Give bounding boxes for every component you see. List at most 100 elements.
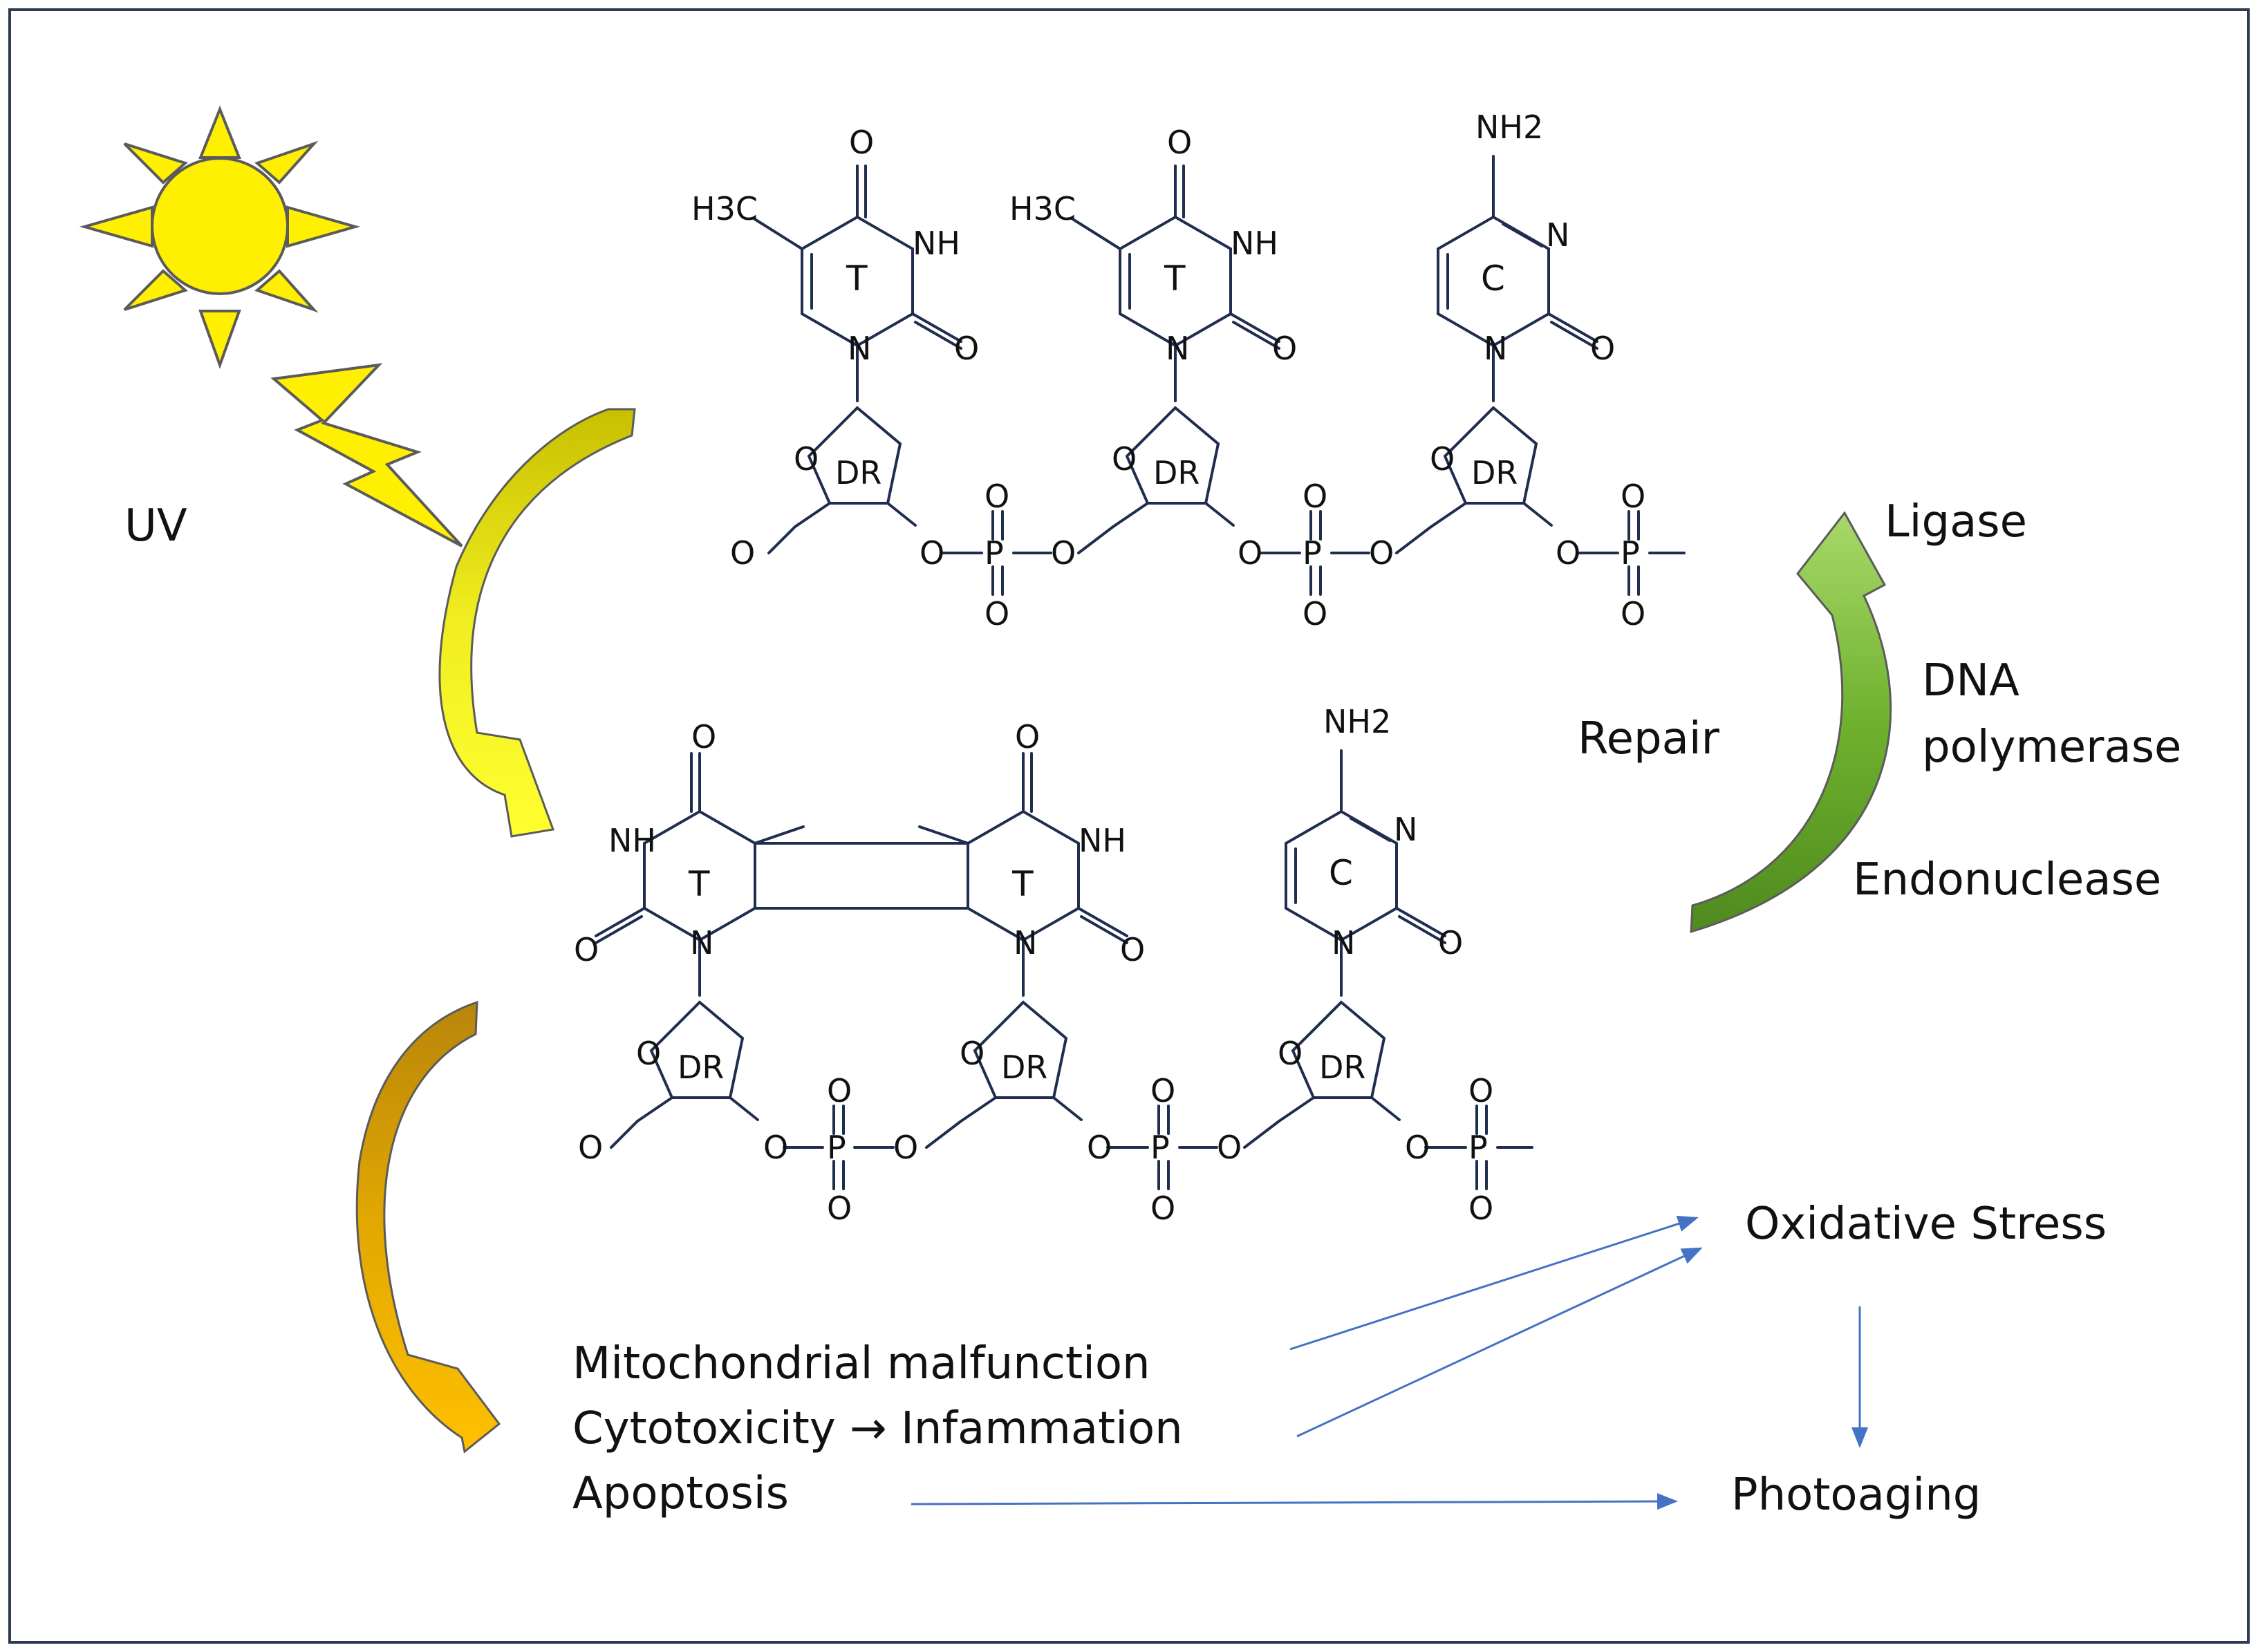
base-label-t1: T	[846, 259, 868, 299]
atom-o: O	[827, 1190, 852, 1227]
uv-damage-arrow	[438, 408, 636, 838]
atom-n: N	[1546, 216, 1569, 254]
atom-n: N	[1014, 924, 1037, 961]
atom-o: O	[1590, 330, 1615, 367]
atom-o: O	[827, 1072, 852, 1109]
atom-n: N	[690, 924, 713, 961]
atom-o: O	[1112, 440, 1137, 478]
atom-o: O	[1621, 478, 1645, 515]
atom-o: O	[636, 1035, 661, 1072]
atom-o: O	[1167, 124, 1192, 161]
atom-o: O	[1120, 931, 1145, 968]
atom-o: O	[1621, 595, 1645, 632]
dna-strand-dimer: O NH O N T O NH O N T NH2 N O N C O DR O…	[574, 703, 1533, 1227]
oxidative-stress-label: Oxidative Stress	[1745, 1199, 2107, 1250]
atom-nh: NH	[1079, 822, 1126, 859]
atom-o: O	[849, 124, 874, 161]
atom-o: O	[893, 1129, 918, 1166]
dna-polymerase-label-line1: DNA	[1922, 655, 2019, 706]
atom-o: O	[960, 1035, 985, 1072]
atom-o: O	[1468, 1190, 1493, 1227]
atom-o: O	[1272, 330, 1297, 367]
atom-o: O	[1015, 718, 1040, 755]
sun-icon	[79, 105, 361, 369]
sugar-label: DR	[1001, 1049, 1047, 1086]
atom-n: N	[1484, 330, 1507, 367]
dimer-cytosine	[1285, 749, 1446, 997]
methyl-group: H3C	[1009, 190, 1076, 227]
dimer-thymine-2	[918, 752, 1128, 997]
atom-o: O	[1556, 534, 1580, 572]
dimer-base-label-t2: T	[1011, 864, 1034, 904]
atom-o: O	[985, 595, 1009, 632]
atom-o: O	[1468, 1072, 1493, 1109]
effect-apoptosis: Apoptosis	[572, 1468, 789, 1519]
atom-o: O	[1150, 1072, 1175, 1109]
atom-n: N	[1332, 924, 1355, 961]
atom-o: O	[985, 478, 1009, 515]
atom-o: O	[1087, 1129, 1112, 1166]
atom-o: O	[920, 534, 944, 572]
effect-mitochondrial: Mitochondrial malfunction	[572, 1338, 1150, 1389]
ligase-label: Ligase	[1885, 496, 2027, 547]
atom-nh: NH	[608, 822, 656, 859]
atom-n: N	[1166, 330, 1189, 367]
atom-o: O	[954, 330, 979, 367]
cellular-effect-arrow	[355, 1000, 501, 1454]
lightning-bolt-icon	[270, 363, 463, 547]
atom-p: P	[1621, 534, 1640, 572]
effect-cytotoxicity: Cytotoxicity → Infammation	[572, 1403, 1183, 1454]
amine-group: NH2	[1323, 703, 1391, 740]
dna-strand-intact: O NH O N H3C T O NH O N H3C T NH2 N O N …	[691, 109, 1686, 632]
atom-o: O	[1051, 534, 1076, 572]
repair-arrow	[1690, 511, 1892, 934]
atom-o: O	[1217, 1129, 1242, 1166]
atom-o: O	[1438, 924, 1463, 961]
sugar-label: DR	[1471, 454, 1518, 491]
atom-p: P	[827, 1129, 846, 1166]
atom-n: N	[1394, 811, 1417, 848]
photoaging-label: Photoaging	[1731, 1470, 1981, 1521]
uv-label: UV	[124, 500, 187, 552]
flow-arrow-mito-to-stress	[1289, 1215, 1699, 1351]
sugar-label: DR	[835, 454, 881, 491]
atom-o: O	[1278, 1035, 1303, 1072]
nucleotide-cytosine	[1437, 155, 1598, 402]
atom-nh: NH	[913, 225, 960, 262]
atom-p: P	[985, 534, 1004, 572]
atom-p: P	[1150, 1129, 1170, 1166]
methyl-group: H3C	[691, 190, 758, 227]
atom-o: O	[1150, 1190, 1175, 1227]
atom-n: N	[848, 330, 871, 367]
atom-o: O	[730, 534, 755, 572]
flow-arrow-apoptosis-to-photoaging	[911, 1493, 1678, 1510]
atom-o: O	[578, 1129, 603, 1166]
base-label-c: C	[1481, 259, 1505, 299]
atom-o: O	[794, 440, 819, 478]
sugar-label: DR	[678, 1049, 724, 1086]
atom-p: P	[1468, 1129, 1488, 1166]
atom-o: O	[1238, 534, 1262, 572]
atom-p: P	[1303, 534, 1322, 572]
endonuclease-label: Endonuclease	[1853, 854, 2161, 905]
base-label-t2: T	[1164, 259, 1186, 299]
diagram-frame	[8, 8, 2250, 1644]
nucleotide-thymine-1	[752, 165, 962, 402]
repair-label: Repair	[1578, 713, 1720, 764]
atom-nh: NH	[1231, 225, 1278, 262]
atom-o: O	[574, 931, 599, 968]
atom-o: O	[1430, 440, 1455, 478]
atom-o: O	[1303, 595, 1327, 632]
atom-o: O	[1303, 478, 1327, 515]
flow-arrow-cyto-to-stress	[1296, 1247, 1703, 1438]
dimer-base-label-t1: T	[688, 864, 710, 904]
atom-o: O	[1369, 534, 1394, 572]
amine-group: NH2	[1475, 109, 1543, 146]
nucleotide-thymine-2	[1070, 165, 1280, 402]
atom-o: O	[763, 1129, 788, 1166]
dna-polymerase-label-line2: polymerase	[1922, 722, 2181, 773]
dimer-base-label-c: C	[1329, 853, 1353, 893]
atom-o: O	[691, 718, 716, 755]
sugar-label: DR	[1153, 454, 1200, 491]
